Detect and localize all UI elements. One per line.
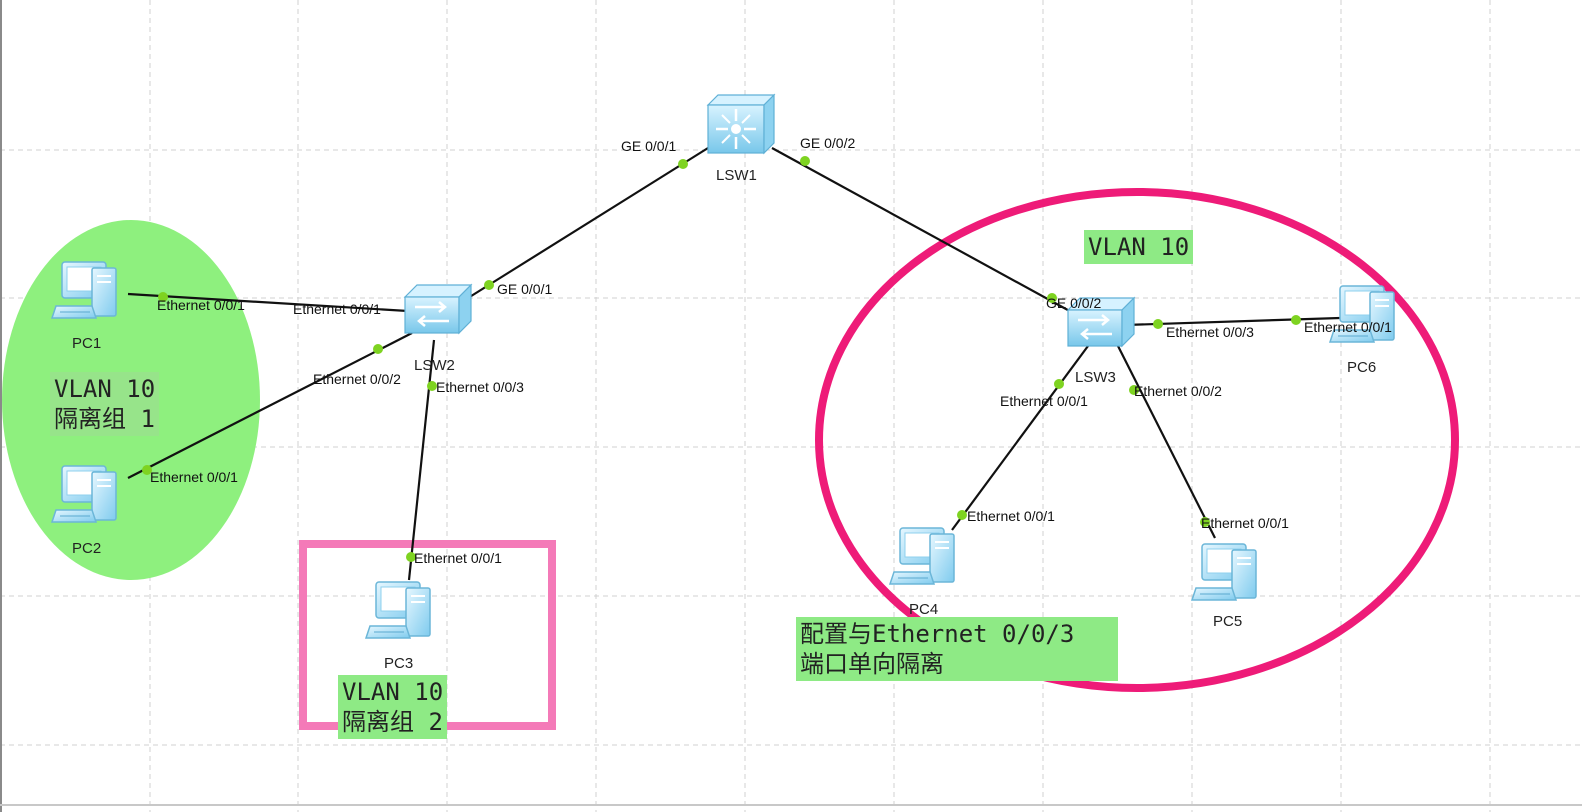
pc6-e001-label: Ethernet 0/0/1	[1304, 319, 1392, 335]
port-dot	[800, 156, 810, 166]
port-dot	[1291, 315, 1301, 325]
port-dot	[158, 292, 168, 302]
pc1-computer-icon[interactable]	[51, 261, 117, 319]
vlan-10-label: VLAN 10	[1084, 230, 1194, 264]
pc3-computer-icon[interactable]	[365, 581, 431, 639]
lsw3-label: LSW3	[1075, 369, 1116, 386]
link-lsw2-pc2	[127, 332, 413, 479]
lsw3-e003-label: Ethernet 0/0/3	[1166, 324, 1254, 340]
lsw3-e001-label: Ethernet 0/0/1	[1000, 393, 1088, 409]
lsw1-ge002-label: GE 0/0/2	[800, 135, 855, 151]
port-dot	[957, 510, 967, 520]
port-dots	[142, 156, 1301, 562]
lsw2-e003-label: Ethernet 0/0/3	[436, 379, 524, 395]
pc2-e001-label: Ethernet 0/0/1	[150, 469, 238, 485]
port-dot	[406, 552, 416, 562]
lsw3-ge002-label: GE 0/0/2	[1046, 295, 1101, 311]
link-lsw3-pc5	[1117, 345, 1216, 539]
lsw2-ge001-label: GE 0/0/1	[497, 281, 552, 297]
pc6-label: PC6	[1347, 359, 1376, 376]
pc3-e001-label: Ethernet 0/0/1	[414, 550, 502, 566]
lsw1-ge001-label: GE 0/0/1	[621, 138, 676, 154]
port-dot	[373, 344, 383, 354]
pc2-computer-icon[interactable]	[51, 465, 117, 523]
pc4-computer-icon[interactable]	[889, 527, 955, 585]
pc2-label: PC2	[72, 540, 101, 557]
lsw2-switch-icon[interactable]	[403, 283, 473, 335]
port-dot	[484, 280, 494, 290]
unidirectional-isolation-note: 配置与Ethernet 0/0/3 端口单向隔离	[796, 617, 1118, 681]
port-dot	[427, 381, 437, 391]
lsw3-vlan-ring	[815, 188, 1459, 692]
lsw2-label: LSW2	[414, 357, 455, 374]
link-lsw1-lsw2	[451, 147, 709, 309]
link-lsw2-pc3	[407, 339, 436, 581]
lsw1-core-switch-icon[interactable]	[706, 93, 776, 155]
pc3-label: PC3	[384, 655, 413, 672]
lsw3-e002-label: Ethernet 0/0/2	[1134, 383, 1222, 399]
link-lsw1-lsw3	[771, 147, 1087, 321]
port-dot	[1054, 379, 1064, 389]
lsw2-e001-label: Ethernet 0/0/1	[293, 301, 381, 317]
pc5-label: PC5	[1213, 613, 1242, 630]
link-lsw2-pc1	[127, 292, 409, 313]
link-lsw3-pc4	[951, 345, 1089, 531]
pc4-e001-label: Ethernet 0/0/1	[967, 508, 1055, 524]
isolation-group-1-label: VLAN 10 隔离组 1	[50, 372, 160, 436]
port-dot	[1153, 319, 1163, 329]
pc1-label: PC1	[72, 335, 101, 352]
port-dot	[1200, 517, 1210, 527]
pc4-label: PC4	[909, 601, 938, 618]
lsw1-label: LSW1	[716, 167, 757, 184]
port-dot	[1047, 293, 1057, 303]
pc5-e001-label: Ethernet 0/0/1	[1201, 515, 1289, 531]
port-dot	[142, 465, 152, 475]
pc5-computer-icon[interactable]	[1191, 543, 1257, 601]
links	[127, 147, 1341, 581]
port-dot	[678, 159, 688, 169]
lsw2-e002-label: Ethernet 0/0/2	[313, 371, 401, 387]
isolation-group-2-label: VLAN 10 隔离组 2	[338, 675, 448, 739]
pc1-e001-label: Ethernet 0/0/1	[157, 297, 245, 313]
port-dot	[1129, 385, 1139, 395]
